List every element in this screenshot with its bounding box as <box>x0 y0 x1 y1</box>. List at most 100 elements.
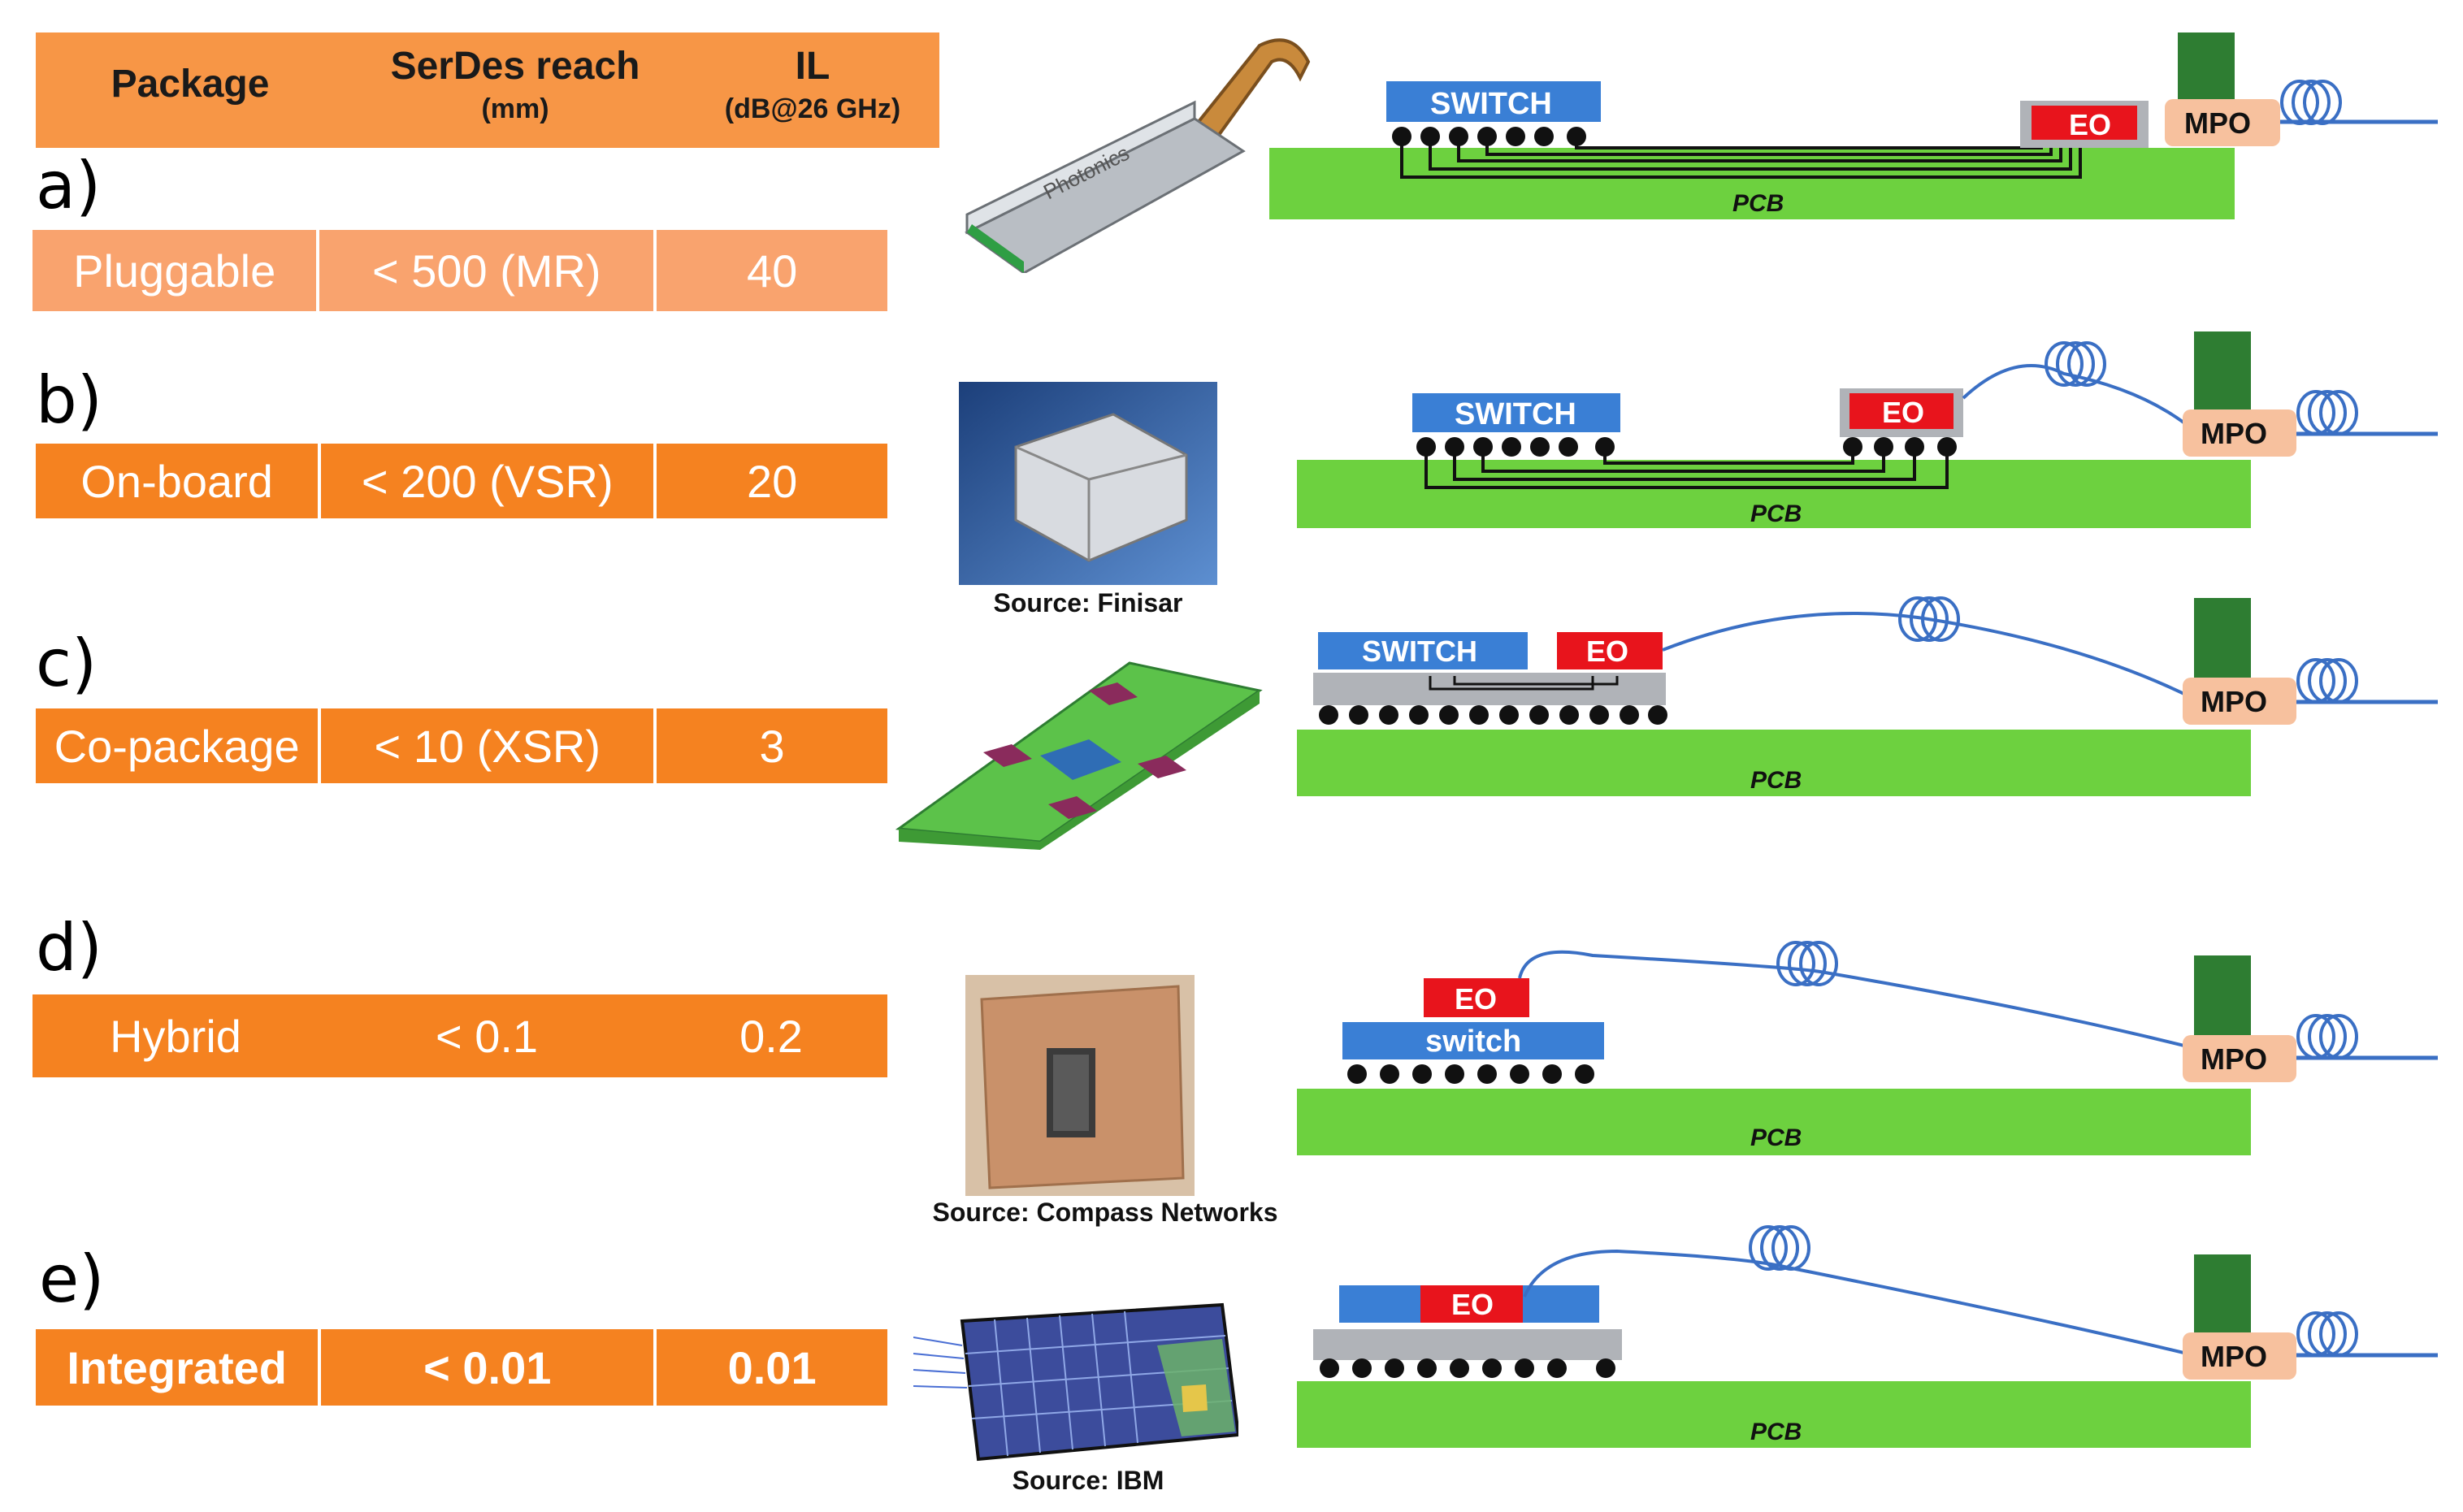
module-pull-tab <box>1191 38 1311 137</box>
table-row: Pluggable < 500 (MR) 40 <box>33 230 887 311</box>
pluggable-module-photo: Photonics <box>965 38 1311 273</box>
finisar-photo <box>959 382 1217 585</box>
pcb-label: PCB <box>1750 1419 1802 1445</box>
mpo-connector <box>2183 1035 2296 1082</box>
switch-chip <box>1318 632 1528 669</box>
cell-il: 0.2 <box>739 1010 803 1062</box>
pcb-label: PCB <box>1750 1124 1802 1151</box>
table-row: On-board < 200 (VSR) 20 <box>36 444 887 518</box>
mpo-label: MPO <box>2201 1042 2267 1076</box>
diagram-c: PCB SWITCH EO MPO <box>1297 596 2438 796</box>
row-label-e: e) <box>39 1241 105 1317</box>
row-label-a: a) <box>36 148 102 223</box>
cell-il: 40 <box>746 245 798 297</box>
header-reach: SerDes reach (mm) <box>390 45 640 124</box>
mpo-connector <box>2183 409 2296 457</box>
switch-solder-balls <box>1347 1064 1594 1084</box>
cell-il: 20 <box>746 455 798 507</box>
eo-chip <box>1420 1285 1523 1323</box>
eo-chip <box>1849 393 1953 429</box>
diagram-a: PCB SWITCH EO MPO <box>1269 32 2438 219</box>
switch-label: switch <box>1425 1025 1521 1059</box>
cell-reach: < 500 (MR) <box>319 230 657 311</box>
chip-die <box>960 1302 1238 1462</box>
eo-label: EO <box>2069 108 2111 141</box>
finisar-source: Source: Finisar <box>993 588 1183 617</box>
eo-chip <box>1424 978 1529 1017</box>
pcb-board <box>1297 1381 2251 1448</box>
interposer-solder-balls <box>1319 705 1667 725</box>
cell-package: Co-package <box>36 708 322 783</box>
cell-reach: < 10 (XSR) <box>321 708 657 783</box>
switch-solder-balls <box>1392 127 1586 146</box>
cell-package: Hybrid <box>110 1010 241 1062</box>
pcb-label: PCB <box>1750 767 1802 794</box>
module-top <box>965 100 1196 235</box>
center-chip <box>1040 739 1121 780</box>
pcb-traces <box>1424 447 1949 489</box>
pcb-label: PCB <box>1750 500 1802 527</box>
fiber-cable <box>1662 612 2195 700</box>
eo-label: EO <box>1455 982 1497 1016</box>
table-row: Co-package < 10 (XSR) 3 <box>36 708 887 783</box>
connector-post <box>2194 1254 2251 1336</box>
pcb-board <box>1297 730 2251 796</box>
interposer-solder-balls <box>1320 1358 1615 1378</box>
fiber-cable <box>1523 1249 2195 1357</box>
cell-reach: < 0.1 <box>435 1010 539 1062</box>
eo-chip <box>1557 632 1663 669</box>
switch-chip <box>1386 81 1601 122</box>
row-label-d: d) <box>36 910 102 986</box>
connector-post <box>2194 598 2251 679</box>
header-il: IL (dB@26 GHz) <box>724 45 901 124</box>
eo-chip <box>2032 106 2137 140</box>
connector-post <box>2194 331 2251 413</box>
cell-il: 0.01 <box>727 1341 817 1393</box>
header-package: Package <box>111 63 270 106</box>
diagram-b: PCB SWITCH EO MPO <box>1297 331 2438 528</box>
eo-label: EO <box>1586 635 1628 668</box>
compass-photo <box>965 975 1195 1196</box>
fiber-cable <box>1962 364 2196 432</box>
ibm-photo <box>913 1302 1238 1462</box>
cell-reach: < 0.01 <box>321 1329 657 1406</box>
mpo-label: MPO <box>2201 685 2267 718</box>
onboard-module-shape <box>1014 413 1188 562</box>
row-label-c: c) <box>36 626 98 701</box>
diagram-e: PCB EO MPO <box>1297 1225 2438 1448</box>
switch-label: SWITCH <box>1430 87 1552 121</box>
eo-label: EO <box>1882 396 1924 429</box>
switch-solder-balls <box>1416 437 1615 457</box>
fiber-cable <box>1518 950 2195 1050</box>
eo-solder-balls <box>1843 437 1957 457</box>
mpo-connector <box>2165 99 2280 146</box>
copackage-photo <box>895 661 1263 850</box>
table-header: Package SerDes reach (mm) IL (dB@26 GHz) <box>36 32 939 148</box>
switch-chip <box>1412 393 1620 432</box>
mpo-label: MPO <box>2184 106 2251 140</box>
mpo-connector <box>2183 678 2296 725</box>
connector-post <box>2178 32 2235 106</box>
diagram-d: PCB switch EO MPO <box>1297 941 2438 1155</box>
mpo-label: MPO <box>2201 1340 2267 1373</box>
row-label-b: b) <box>36 362 102 438</box>
pcb-board <box>1297 1089 2251 1155</box>
mpo-connector <box>2183 1332 2296 1380</box>
table-row: Integrated < 0.01 0.01 <box>36 1329 887 1406</box>
module-edge-connector <box>967 224 1024 273</box>
cell-package: Integrated <box>36 1329 322 1406</box>
pcb-label: PCB <box>1732 190 1784 217</box>
ibm-source: Source: IBM <box>1012 1466 1164 1495</box>
cell-reach: < 200 (VSR) <box>321 444 657 518</box>
interposer-traces <box>1429 676 1619 691</box>
table-row: Hybrid < 0.1 0.2 <box>33 994 887 1077</box>
switch-label: SWITCH <box>1362 635 1477 668</box>
switch-label: SWITCH <box>1455 397 1576 431</box>
cell-package: Pluggable <box>33 230 320 311</box>
cell-package: On-board <box>36 444 322 518</box>
eo-label: EO <box>1451 1288 1494 1321</box>
compass-source: Source: Compass Networks <box>932 1198 1278 1227</box>
connector-post <box>2194 955 2251 1037</box>
switch-chip <box>1342 1022 1604 1059</box>
